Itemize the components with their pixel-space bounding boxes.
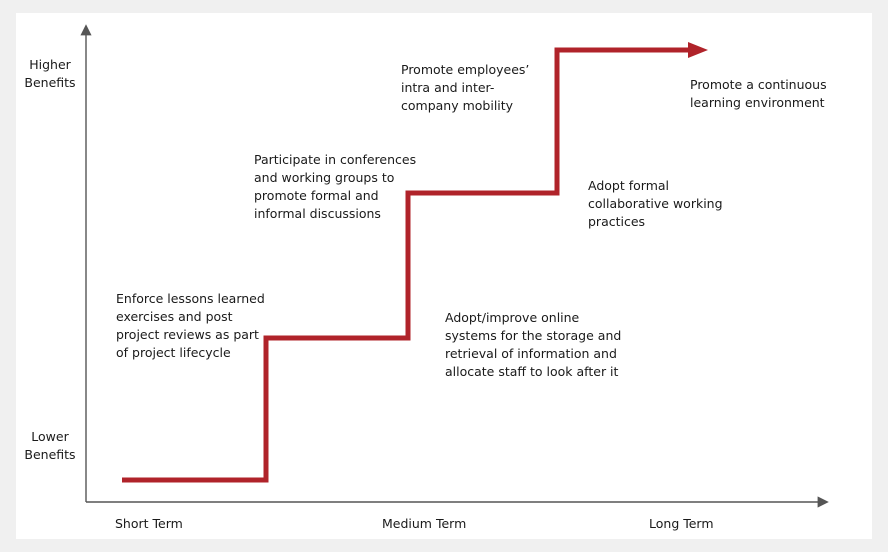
x-axis-label-short-term: Short Term	[115, 516, 183, 531]
note-conferences: Participate in conferences and working g…	[254, 152, 417, 221]
note-employee-mobility: Promote employees’ intra and inter- comp…	[401, 62, 530, 113]
staircase-arrowhead	[688, 42, 708, 58]
y-axis-label-high: Higher Benefits	[24, 57, 76, 90]
y-axis-label-low: Lower Benefits	[24, 429, 76, 462]
x-axis-label-medium-term: Medium Term	[382, 516, 467, 531]
note-lessons-learned: Enforce lessons learned exercises and po…	[116, 291, 265, 360]
x-axis-label-long-term: Long Term	[649, 516, 714, 531]
benefit-staircase	[122, 47, 690, 483]
note-online-systems: Adopt/improve online systems for the sto…	[445, 310, 622, 379]
note-collaborative-practices: Adopt formal collaborative working pract…	[588, 178, 723, 229]
note-continuous-learning: Promote a continuous learning environmen…	[690, 77, 827, 110]
diagram-canvas	[16, 13, 872, 539]
